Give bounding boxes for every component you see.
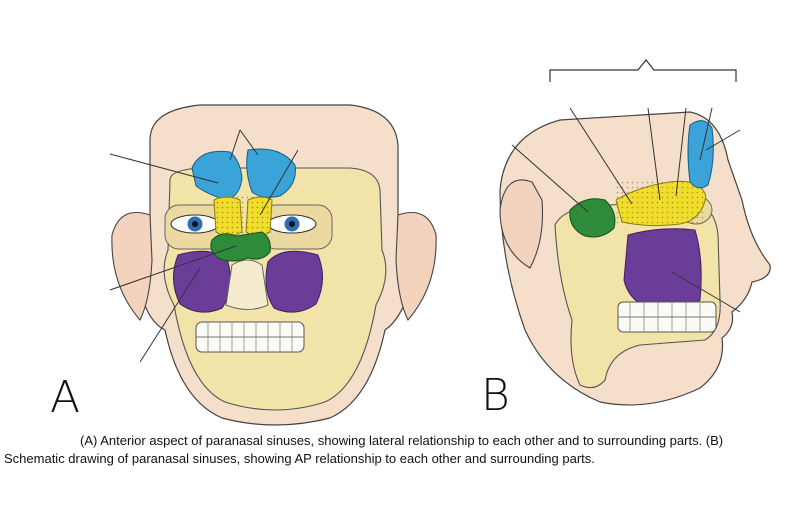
right-pupil bbox=[289, 221, 295, 227]
left-ear bbox=[111, 211, 153, 321]
figure-caption: (A) Anterior aspect of paranasal sinuses… bbox=[4, 432, 796, 468]
panel-a-letter: A bbox=[50, 372, 81, 423]
nasal-aperture bbox=[225, 259, 269, 310]
caption-line-2: Schematic drawing of paranasal sinuses, … bbox=[4, 451, 595, 466]
right-ear bbox=[395, 211, 437, 321]
maxillary-sinus-side bbox=[623, 228, 702, 311]
side-ear bbox=[499, 179, 543, 269]
ethmoid-side-texture bbox=[616, 180, 706, 226]
panel-b-lateral-view bbox=[499, 59, 771, 406]
panel-b-letter: B bbox=[481, 370, 510, 421]
leader-lines-a bbox=[109, 129, 299, 363]
frontal-sinus-left bbox=[191, 150, 243, 201]
sinus-group-bracket bbox=[549, 59, 737, 82]
sphenoid-sinus-front bbox=[210, 231, 271, 262]
left-pupil bbox=[192, 221, 198, 227]
maxillary-sinus-right bbox=[265, 250, 323, 313]
caption-line-1: (A) Anterior aspect of paranasal sinuses… bbox=[80, 433, 724, 448]
frontal-sinus-right bbox=[246, 148, 296, 198]
frontal-sinus-side bbox=[687, 120, 714, 189]
teeth-b bbox=[617, 301, 717, 333]
sphenoid-sinus-side bbox=[569, 198, 616, 238]
leader-lines-b bbox=[511, 107, 741, 313]
panel-a-anterior-view bbox=[109, 104, 437, 426]
maxillary-sinus-left bbox=[173, 250, 231, 313]
teeth-a bbox=[195, 321, 305, 353]
